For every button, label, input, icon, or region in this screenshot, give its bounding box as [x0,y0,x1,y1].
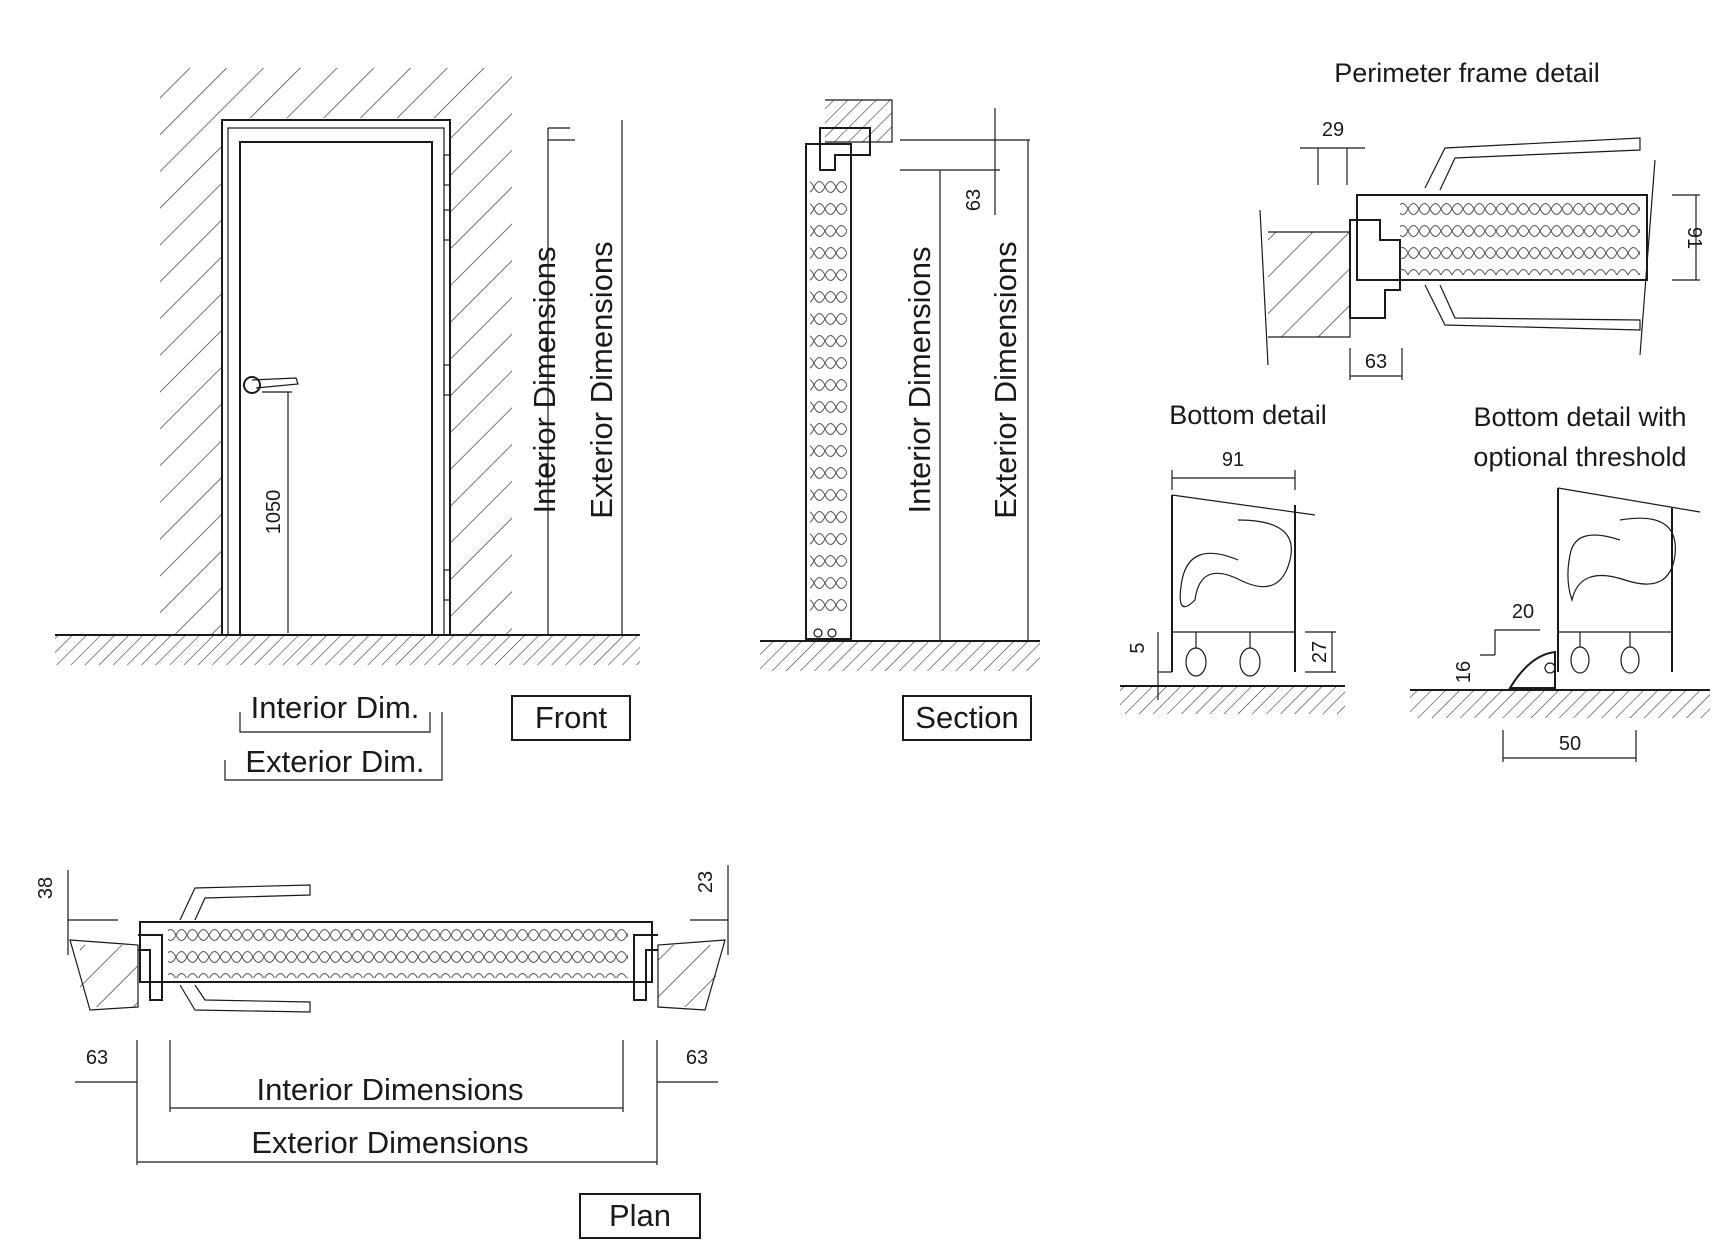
plan-interior-dimensions: Interior Dimensions [256,1072,523,1107]
plan-left-frame [138,934,163,1001]
perimeter-wall-hatch [1268,232,1350,337]
bottom-door-leaf [1171,495,1296,672]
front-view: 1050 Interior Dimensions Exterior Dimens… [55,68,640,781]
section-ground-hatch [760,641,1040,671]
lintel-hatch [825,100,892,142]
plan-right-frame [633,934,658,1001]
bottom-seal-icon [1185,632,1261,677]
section-exterior-dimensions: Exterior Dimensions [988,241,1023,518]
door-frame-inner [227,127,445,636]
bottom-seal-height-dim: 27 [1309,641,1331,663]
perimeter-door-thickness-dim: 91 [1683,227,1705,249]
threshold-title-line2: optional threshold [1473,442,1686,472]
threshold-seal-icon [1570,632,1640,674]
threshold-height-dim: 16 [1453,661,1475,683]
bottom-threshold-detail: Bottom detail with optional threshold 20… [1410,402,1710,762]
bottom-detail-title: Bottom detail [1169,400,1327,430]
threshold-depth-dim: 50 [1559,733,1581,755]
perimeter-frame-detail: Perimeter frame detail 29 91 63 [1259,58,1705,380]
plan-exterior-dimensions: Exterior Dimensions [251,1125,528,1160]
front-interior-dim: Interior Dim. [251,690,420,725]
threshold-ground-hatch [1410,690,1710,718]
threshold-title-line1: Bottom detail with [1473,402,1686,432]
door-leaf [239,141,433,636]
bottom-door-thickness-dim: 91 [1222,449,1244,471]
section-label-box [902,695,1032,741]
section-label: Section [915,700,1018,735]
section-frame-dim: 63 [963,189,985,211]
handle-bottom-icon [1424,284,1641,331]
front-label-box [511,695,631,741]
threshold-profile [1508,650,1556,689]
hinge [443,209,451,241]
handle-top-icon [1424,137,1641,191]
handle-height-dim: 1050 [263,490,285,535]
hinge [443,154,451,186]
threshold-insulation [1567,517,1676,603]
section-insulation [810,175,847,615]
front-interior-dimensions: Interior Dimensions [527,246,562,513]
plan-right-offset-dim: 23 [695,871,717,893]
perimeter-frame-title: Perimeter frame detail [1334,58,1600,88]
plan-handle-bottom-icon [179,984,311,1013]
perimeter-insulation [1400,200,1640,275]
front-exterior-dim: Exterior Dim. [245,744,424,779]
front-exterior-dimensions: Exterior Dimensions [584,241,619,518]
plan-right-frame-dim: 63 [686,1047,708,1069]
wall-hatch [160,68,512,635]
plan-insulation [168,926,628,978]
perimeter-door-leaf [1356,194,1648,281]
perimeter-frame-profile [1349,219,1401,319]
bottom-ground-hatch [1120,686,1345,714]
threshold-door-leaf [1557,488,1673,672]
section-door-leaf [805,143,852,640]
section-frame [819,127,871,171]
ground-hatch [55,635,640,665]
plan-door-leaf [139,921,653,983]
bottom-insulation [1179,519,1292,608]
perimeter-frame-depth-dim: 63 [1365,351,1387,373]
plan-view: 38 23 63 63 Interior Dimensions Exterior… [35,865,729,1239]
threshold-width-dim: 20 [1512,601,1534,623]
plan-right-wall [658,945,716,1007]
bottom-detail: Bottom detail 91 5 27 [1120,400,1345,714]
section-view: 63 Interior Dimensions Exterior Dimensio… [760,99,1040,741]
plan-left-offset-dim: 38 [35,877,57,899]
door-handle-icon [243,376,299,394]
plan-left-wall [80,945,138,1007]
hinge [443,569,451,601]
bottom-gap-dim: 5 [1127,642,1149,653]
perimeter-frame-width-dim: 29 [1322,119,1344,141]
front-label: Front [535,700,608,735]
plan-left-frame-dim: 63 [86,1047,108,1069]
plan-handle-top-icon [179,884,311,921]
plan-label-box [579,1193,701,1239]
hinge [443,364,451,396]
plan-label: Plan [609,1198,671,1233]
section-interior-dimensions: Interior Dimensions [902,246,937,513]
